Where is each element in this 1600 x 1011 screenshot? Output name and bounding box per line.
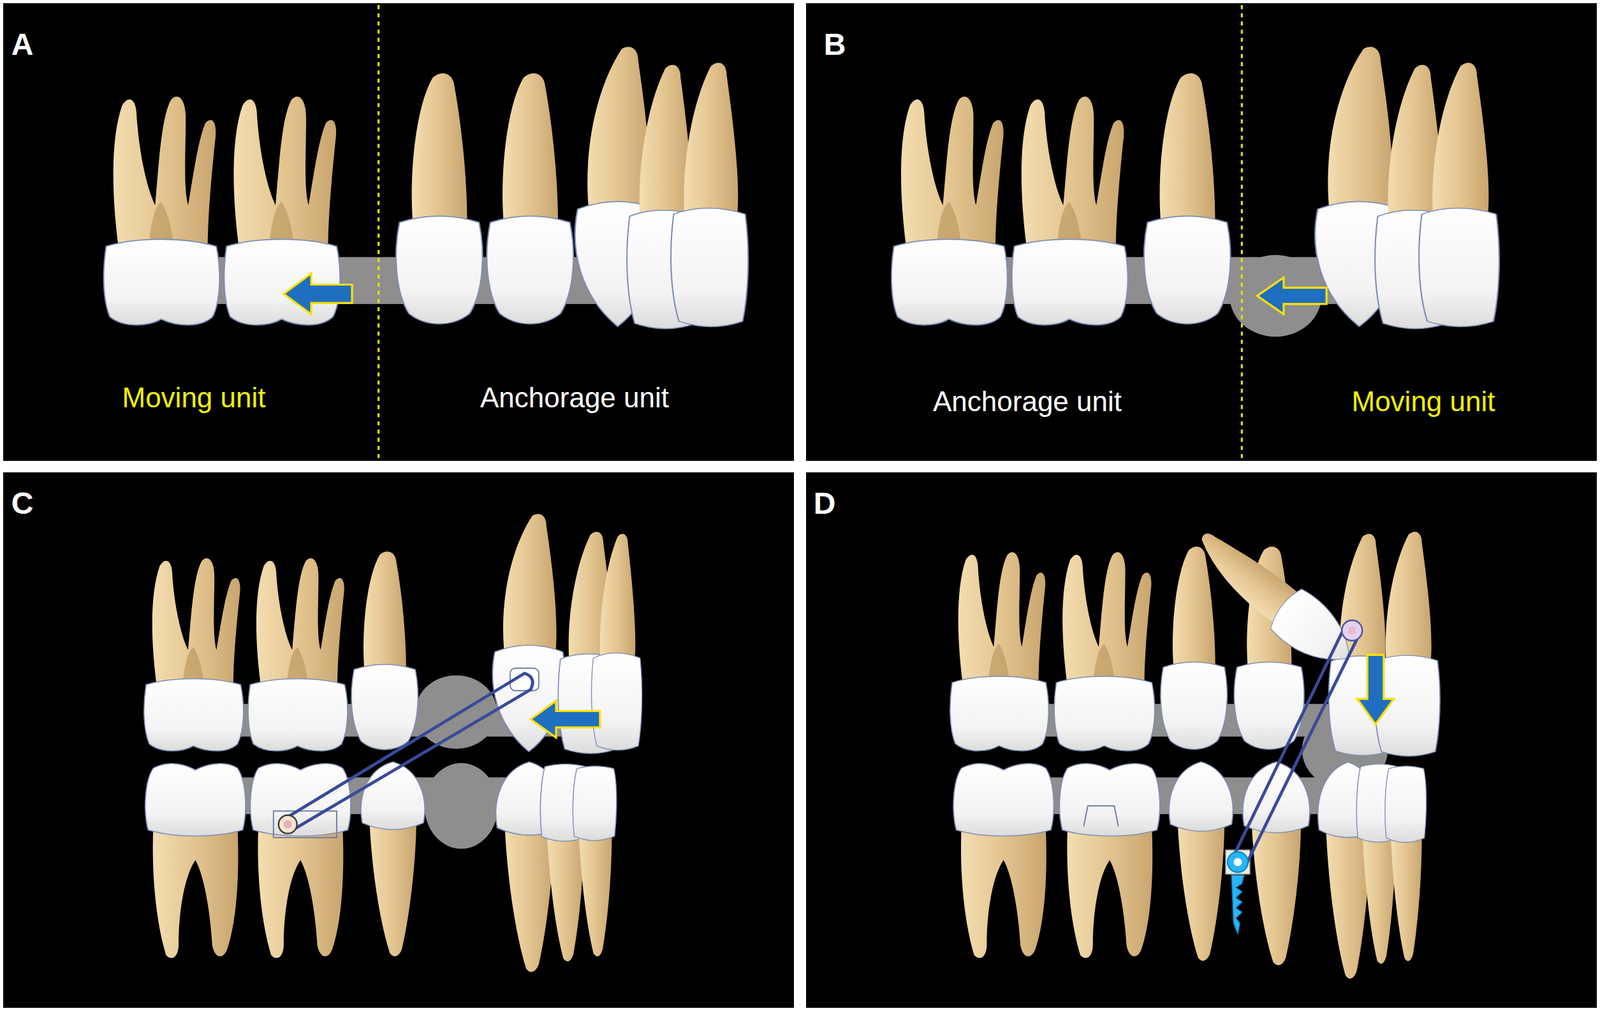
molar	[950, 552, 1050, 752]
molar	[1012, 96, 1129, 325]
divider-line	[377, 5, 380, 460]
lower-incisor	[540, 763, 589, 962]
panel-c-art	[144, 513, 643, 972]
lower-canine	[1318, 762, 1379, 979]
molar	[891, 96, 1008, 325]
incisor	[626, 65, 702, 330]
lower-incisor	[1356, 763, 1401, 964]
molar	[223, 96, 340, 325]
canine-button-center	[1348, 626, 1357, 636]
figure-panel: D	[806, 472, 1597, 1009]
figure-panel: A Moving unit Anchorage unit	[3, 3, 794, 462]
incisor	[1374, 531, 1441, 757]
premolar	[351, 551, 418, 750]
molar-band	[273, 811, 337, 838]
mini-screw-center	[1233, 858, 1243, 867]
hook	[278, 815, 298, 835]
molar	[103, 96, 221, 325]
impacted-canine	[1182, 520, 1366, 680]
lower-incisor	[572, 766, 617, 958]
movement-arrow	[1357, 654, 1395, 725]
interdental-band	[897, 256, 1490, 305]
canine	[492, 513, 565, 752]
canine-space	[1302, 711, 1388, 789]
extraction-space	[415, 675, 497, 749]
premolar	[1160, 546, 1227, 750]
lower-premolar	[1168, 762, 1233, 962]
canine	[575, 46, 661, 327]
elastic	[284, 673, 533, 831]
interdental-band	[959, 704, 1429, 737]
canine-hook	[510, 668, 539, 691]
panel-letter: B	[823, 29, 847, 60]
panel-a-art	[103, 5, 749, 460]
lower-molar	[1059, 763, 1160, 959]
incisor	[670, 63, 749, 328]
interdental-band	[153, 704, 633, 737]
figure-panel: B Anchorage unit Moving unit	[806, 3, 1597, 462]
molar	[1054, 552, 1155, 752]
movement-arrow	[283, 273, 353, 315]
screw-plate	[1225, 850, 1250, 875]
panel-letter: A	[11, 29, 34, 60]
unit-label: Anchorage unit	[932, 387, 1122, 416]
extraction-space	[424, 763, 499, 849]
lower-premolar	[360, 762, 425, 957]
lower-incisor	[1385, 766, 1427, 962]
panel-letter: C	[11, 488, 34, 520]
premolar	[1233, 546, 1305, 750]
lower-molar	[250, 763, 351, 959]
mini-screw-head	[1227, 851, 1248, 873]
interdental-band	[153, 777, 613, 815]
movement-arrow	[530, 700, 601, 738]
unit-label: Moving unit	[1351, 387, 1495, 416]
incisor	[1374, 65, 1453, 330]
interdental-band	[112, 256, 735, 305]
unit-label: Moving unit	[121, 383, 266, 412]
divider-line	[1240, 5, 1243, 460]
movement-arrow	[1256, 277, 1327, 315]
canine-button	[1341, 620, 1363, 641]
elastic	[1231, 626, 1359, 868]
incisor	[591, 533, 642, 750]
hook-center	[283, 820, 293, 830]
lower-canine	[496, 762, 564, 972]
premolar	[1144, 73, 1231, 324]
figure-panel: C	[3, 472, 794, 1009]
unit-label: Anchorage unit	[480, 383, 669, 412]
incisor	[557, 531, 621, 754]
extraction-space	[1229, 255, 1322, 337]
premolar	[486, 73, 574, 324]
molar	[144, 558, 244, 752]
restoration-outline	[1083, 806, 1118, 827]
incisor	[1328, 534, 1395, 757]
incisor	[1418, 63, 1500, 328]
mini-screw	[1231, 875, 1244, 934]
panel-b-art	[891, 5, 1500, 460]
panel-d-art	[950, 520, 1440, 979]
molar	[248, 558, 348, 752]
lower-premolar	[1242, 762, 1310, 966]
panel-letter: D	[813, 488, 837, 520]
interdental-band	[959, 777, 1398, 815]
canine	[1314, 46, 1403, 327]
lower-molar	[953, 763, 1054, 959]
lower-molar	[145, 763, 246, 959]
premolar	[396, 73, 483, 324]
